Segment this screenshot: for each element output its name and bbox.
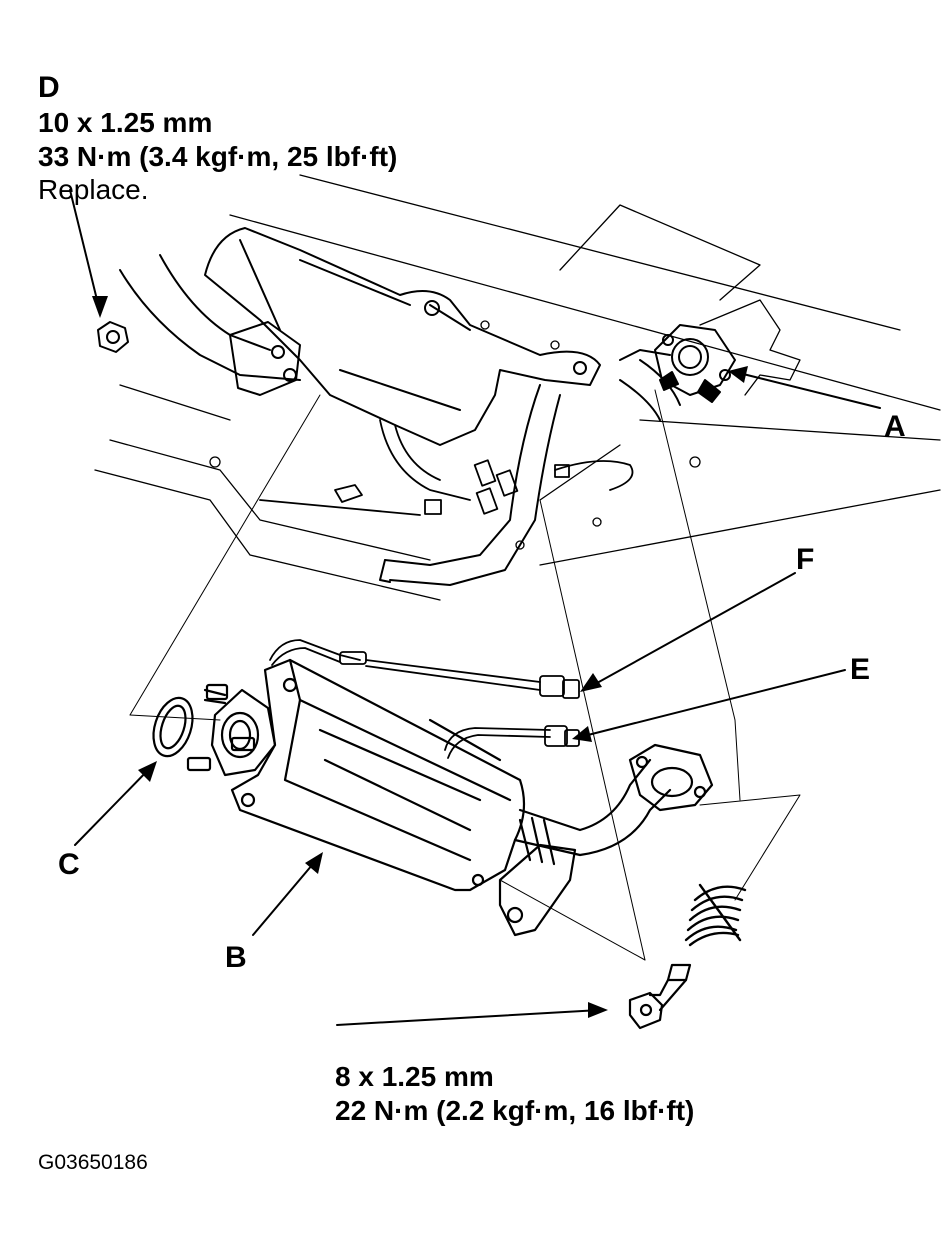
arrowheads	[92, 296, 748, 1018]
callout-a: A	[884, 410, 906, 443]
callout-d: D	[38, 71, 60, 104]
figure-id: G03650186	[38, 1151, 148, 1174]
spec-d-torque: 33 N·m (3.4 kgf·m, 25 lbf·ft)	[38, 141, 398, 172]
upper-sensor-harness	[259, 419, 634, 516]
spring-bolt	[628, 963, 692, 1030]
spec-bolt-size: 8 x 1.25 mm	[335, 1061, 494, 1092]
callout-c: C	[58, 848, 80, 881]
converter-sensor-harness	[269, 639, 580, 759]
callout-e: E	[850, 653, 871, 686]
catalytic-converter-b	[186, 658, 714, 937]
guide-lines	[129, 389, 801, 961]
upper-exhaust-pipe	[119, 254, 681, 586]
callout-f: F	[796, 543, 815, 576]
spec-bolt-torque: 22 N·m (2.2 kgf·m, 16 lbf·ft)	[335, 1095, 695, 1126]
gasket-c	[152, 696, 194, 758]
upper-heat-shield	[204, 227, 601, 446]
spec-d-size: 10 x 1.25 mm	[38, 107, 213, 138]
compression-spring	[684, 883, 747, 947]
spec-d-note: Replace.	[38, 174, 149, 205]
underbody-holes	[209, 320, 701, 550]
callout-b: B	[225, 941, 247, 974]
flange-a	[654, 324, 736, 403]
underbody-floor	[94, 174, 941, 601]
flange-nut-d	[97, 321, 129, 353]
callout-arrows	[69, 189, 881, 1026]
